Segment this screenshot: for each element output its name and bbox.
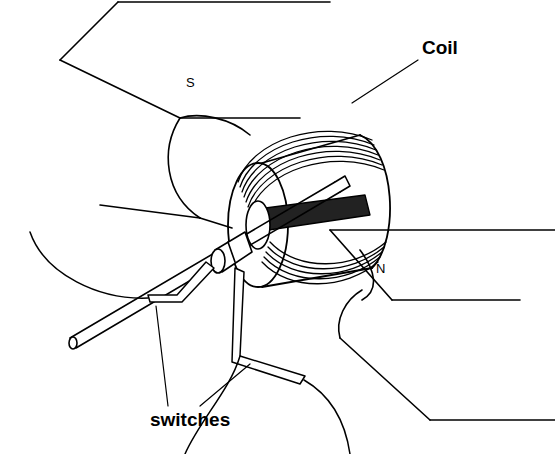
armature-coil xyxy=(228,131,390,287)
north-magnet xyxy=(330,230,555,420)
pole-letter: N xyxy=(376,262,385,276)
part-label: Coil xyxy=(422,38,458,59)
shaft xyxy=(69,176,350,349)
south-magnet xyxy=(60,2,330,228)
commutator xyxy=(211,232,252,273)
brush-switches xyxy=(30,232,350,454)
part-label: switches xyxy=(150,410,230,431)
pole-letter: S xyxy=(186,76,195,90)
leader-lines xyxy=(156,60,418,406)
